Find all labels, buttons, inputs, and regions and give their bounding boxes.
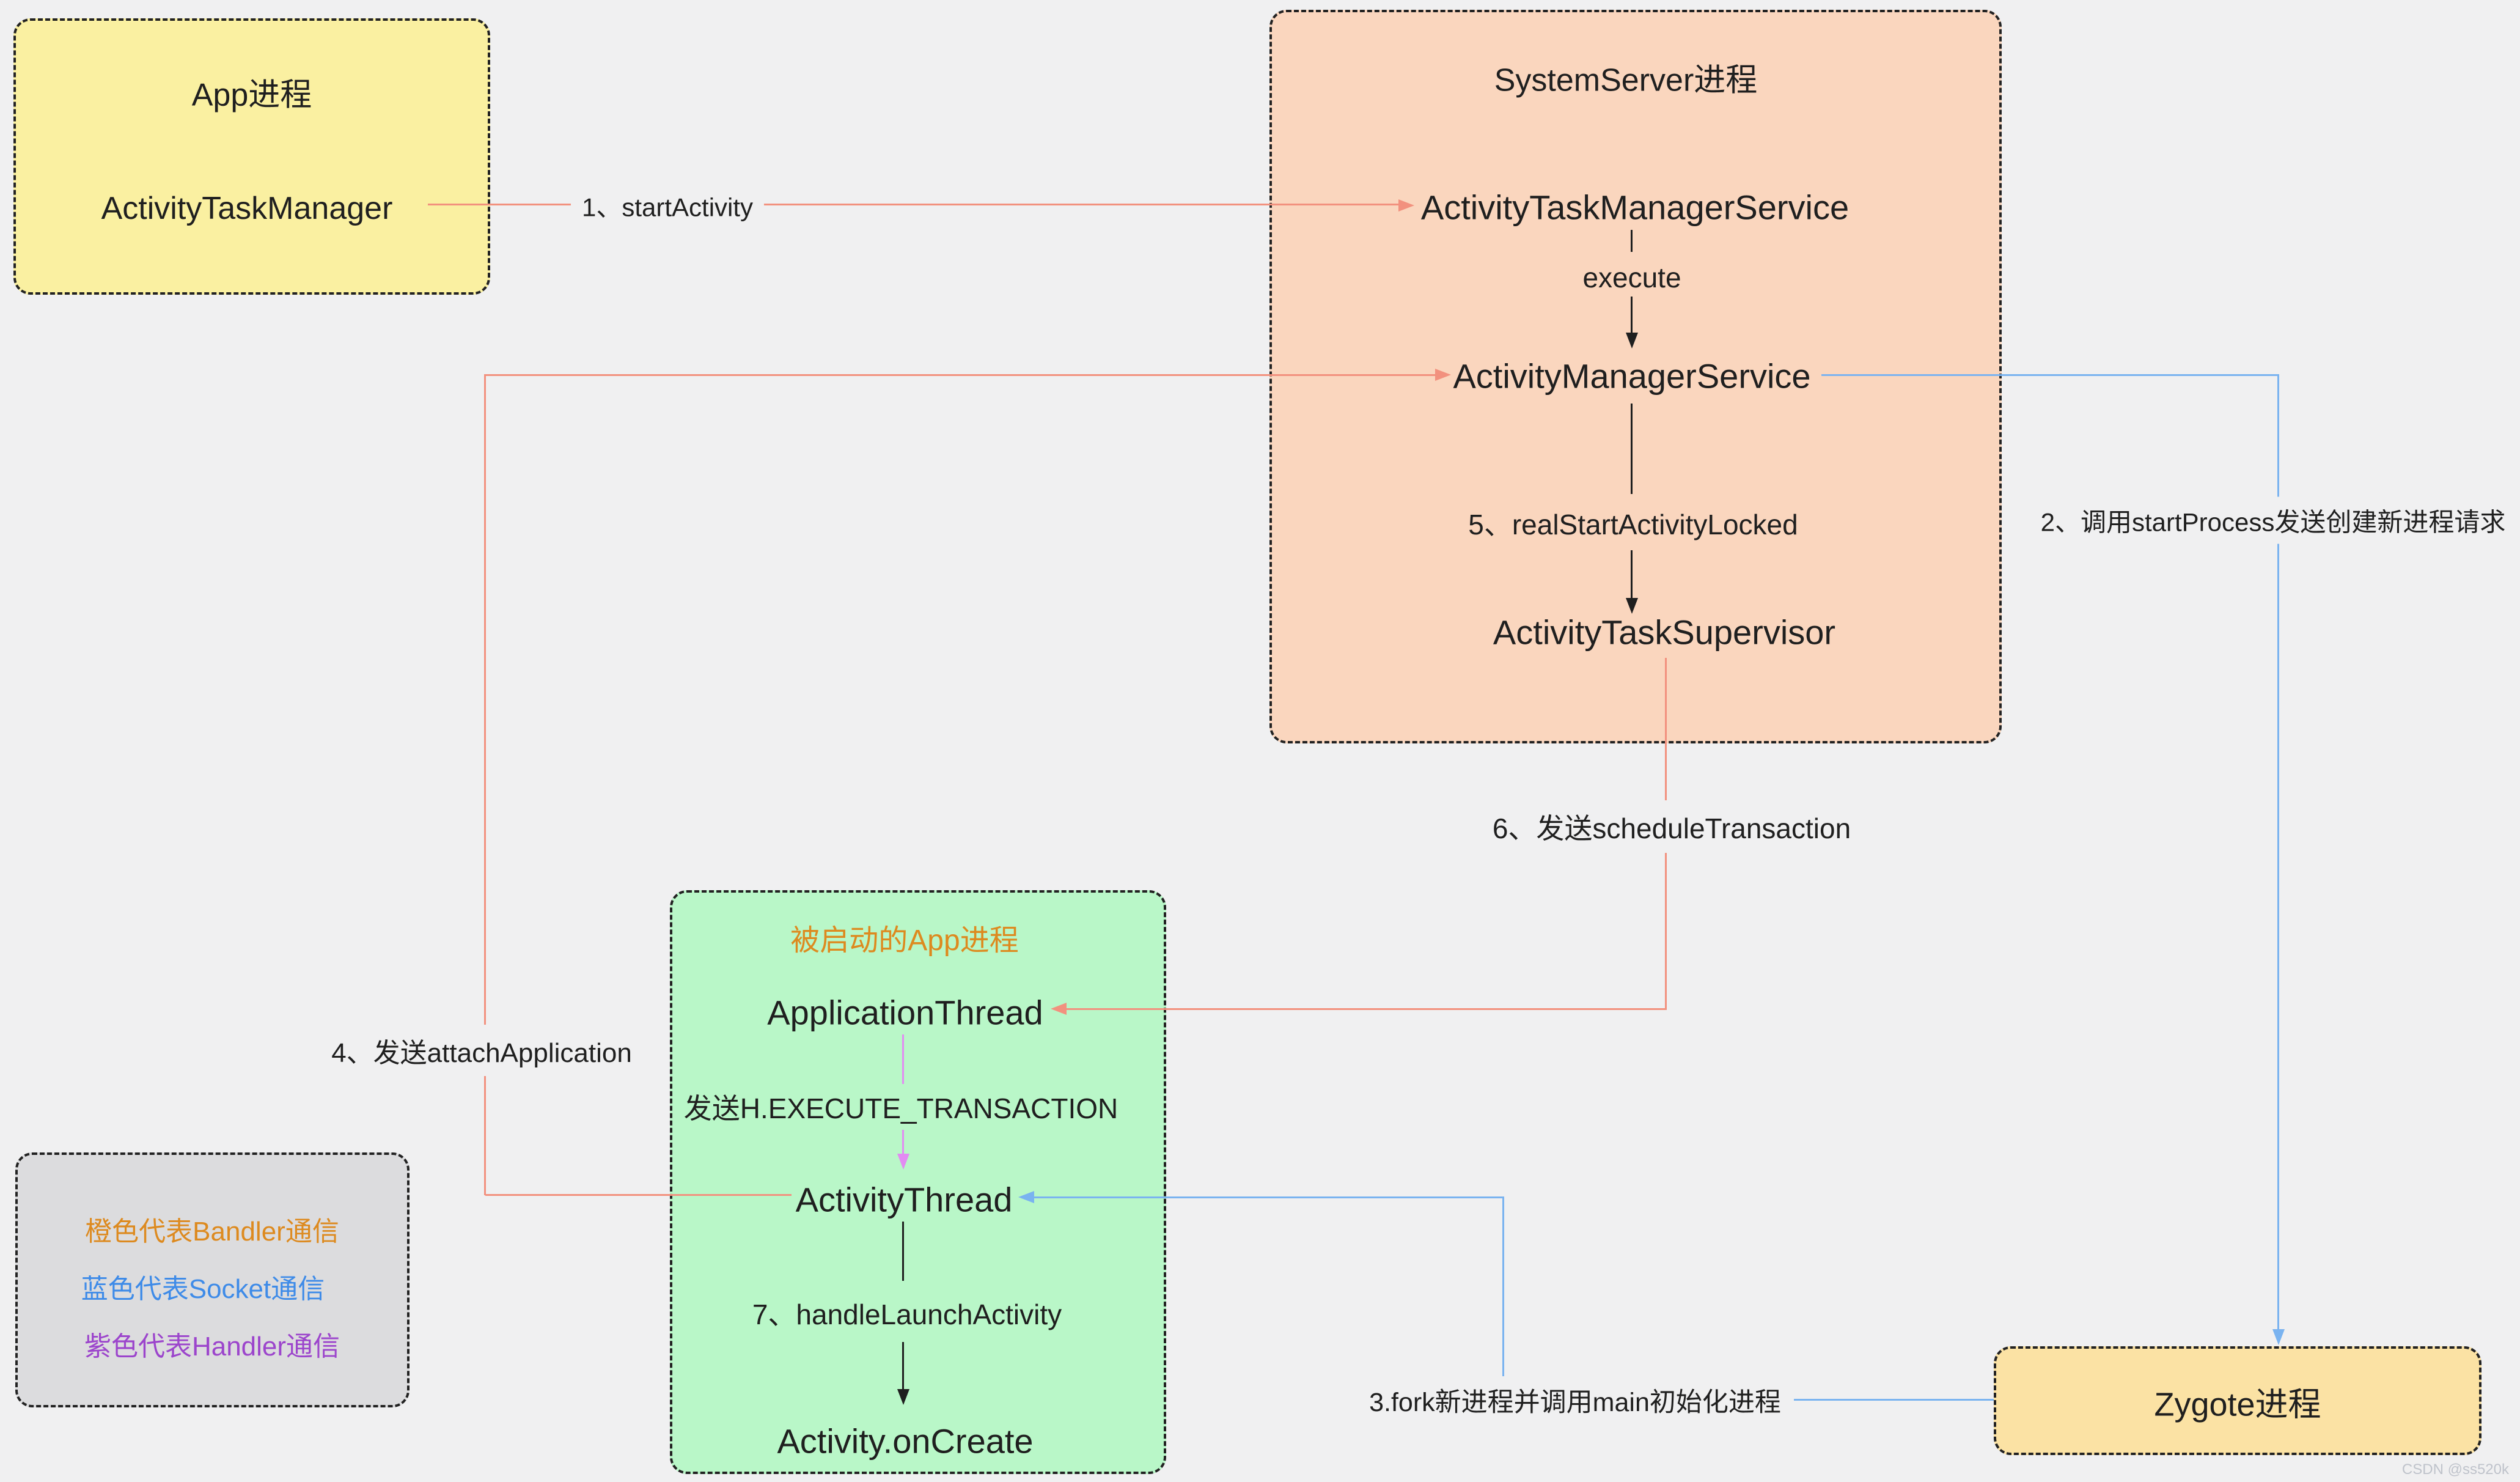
node-activitytasksupervisor: ActivityTaskSupervisor xyxy=(1493,613,1836,652)
label-execute-transaction: 发送H.EXECUTE_TRANSACTION xyxy=(677,1084,1125,1129)
edge-handlelaunch-line-upper xyxy=(902,1222,904,1281)
arrowhead-oncreate-icon xyxy=(897,1389,909,1405)
edge-scheduletransaction-line-horizontal xyxy=(1067,1008,1666,1010)
arrowhead-into-applicationthread-icon xyxy=(1051,1003,1067,1015)
csdn-watermark: CSDN @ss520k xyxy=(2401,1461,2509,1478)
edge-handlelaunch-line-lower xyxy=(902,1342,904,1389)
label-step7-handlelaunchactivity: 7、handleLaunchActivity xyxy=(746,1290,1068,1335)
legend-box xyxy=(15,1152,410,1407)
edge-handler-line-lower xyxy=(902,1130,904,1154)
edge-startprocess-line-vertical xyxy=(2277,374,2279,1330)
edge-attachapplication-line-bottom xyxy=(485,1194,792,1196)
arrowhead-handler-icon xyxy=(897,1154,909,1170)
label-step2-startprocess: 2、调用startProcess发送创建新进程请求 xyxy=(2034,496,2512,544)
arrowhead-into-zygote-icon xyxy=(2272,1329,2285,1345)
label-step3-fork: 3.fork新进程并调用main初始化进程 xyxy=(1361,1376,1790,1424)
edge-attachapplication-line-top xyxy=(485,374,1436,376)
legend-item-socket: 蓝色代表Socket通信 xyxy=(81,1274,325,1304)
edge-realstart-line-lower xyxy=(1631,550,1633,598)
node-activity-oncreate: Activity.onCreate xyxy=(777,1421,1034,1461)
label-step6-scheduletransaction: 6、发送scheduleTransaction xyxy=(1483,800,1860,853)
edge-handler-line-upper xyxy=(902,1034,904,1087)
systemserver-process-box xyxy=(1269,10,2002,743)
arrowhead-into-ams-icon xyxy=(1435,369,1451,381)
label-step4-attachapplication: 4、发送attachApplication xyxy=(323,1025,641,1076)
new-app-process-box xyxy=(670,890,1166,1474)
node-activitymanagerservice: ActivityManagerService xyxy=(1453,356,1811,396)
new-app-process-title: 被启动的App进程 xyxy=(790,924,1019,957)
arrowhead-execute-icon xyxy=(1626,333,1638,348)
legend-item-binder: 橙色代表Bandler通信 xyxy=(85,1217,339,1247)
systemserver-process-title: SystemServer进程 xyxy=(1494,62,1758,98)
legend-item-handler: 紫色代表Handler通信 xyxy=(84,1332,340,1362)
label-step5-realstartactivitylocked: 5、realStartActivityLocked xyxy=(1462,500,1804,545)
edge-attachapplication-line-vertical xyxy=(484,374,486,1195)
arrowhead-realstart-icon xyxy=(1626,598,1638,614)
edge-fork-line-vertical xyxy=(1502,1196,1504,1386)
node-activitytaskmanager: ActivityTaskManager xyxy=(101,191,393,226)
node-applicationthread: ApplicationThread xyxy=(767,993,1043,1032)
zygote-process-title: Zygote进程 xyxy=(2154,1386,2321,1423)
edge-realstart-line-upper xyxy=(1631,404,1633,494)
arrowhead-into-atms-icon xyxy=(1398,199,1414,212)
label-execute: execute xyxy=(1576,259,1688,297)
edge-startprocess-line-horizontal xyxy=(1821,374,2279,376)
label-step1-startactivity: 1、startActivity xyxy=(570,183,765,228)
edge-fork-line-left xyxy=(1034,1196,1504,1198)
edge-fork-line-right xyxy=(1794,1399,1994,1401)
edge-execute-line-lower xyxy=(1631,297,1633,333)
edge-execute-line-upper xyxy=(1631,230,1633,252)
arrowhead-into-activitythread-icon xyxy=(1018,1191,1034,1203)
zygote-process-box xyxy=(1994,1346,2481,1455)
edge-startactivity-line xyxy=(428,204,1398,205)
node-activitytaskmanagerservice: ActivityTaskManagerService xyxy=(1420,188,1850,227)
node-activitythread: ActivityThread xyxy=(795,1180,1013,1219)
app-process-box xyxy=(13,18,490,295)
app-process-title: App进程 xyxy=(191,77,312,113)
